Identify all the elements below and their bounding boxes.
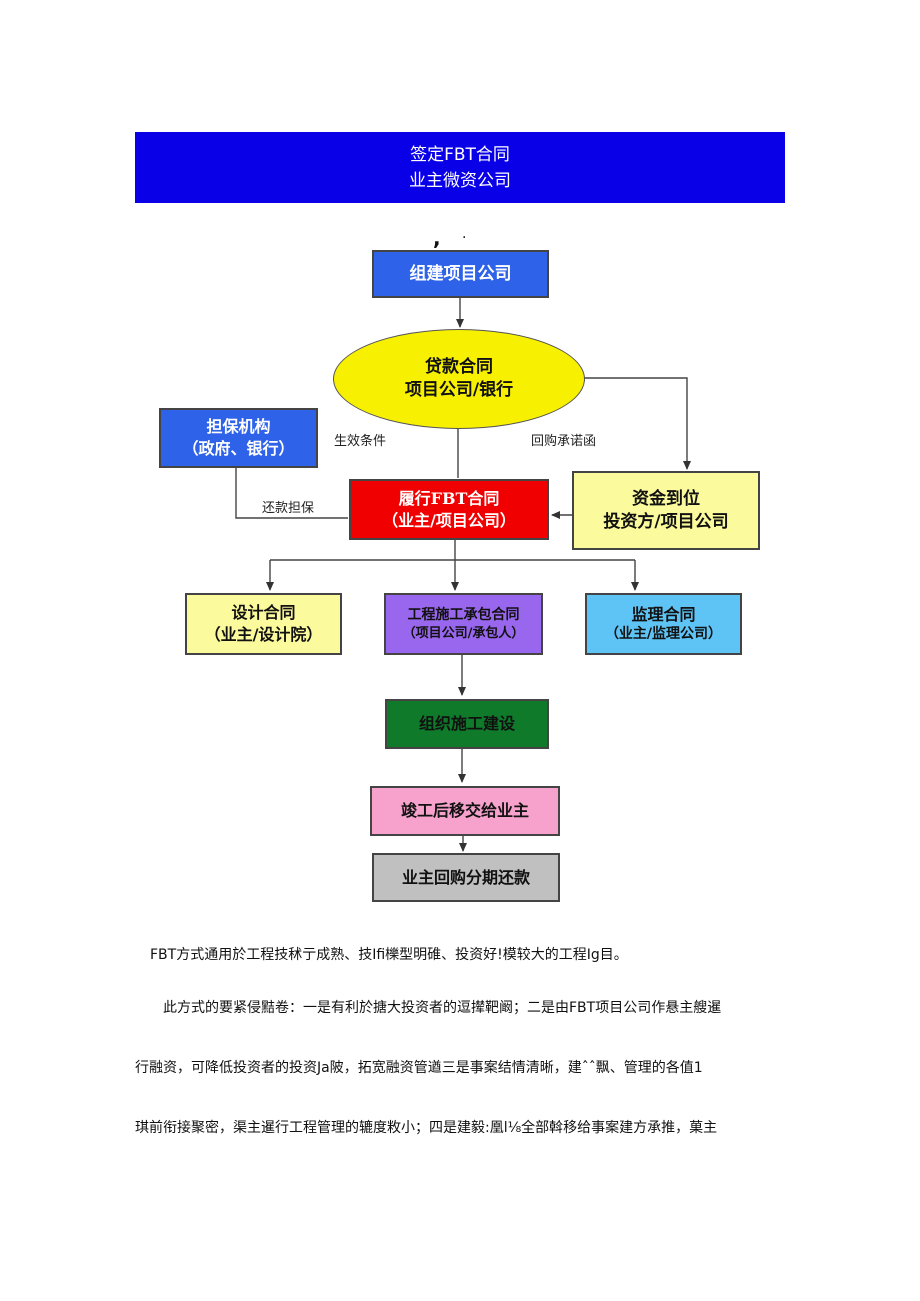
node-label-1: 履行FBT合同 [398,488,500,508]
node-label: 组织施工建设 [418,714,515,734]
node-label-1: 贷款合同 [425,357,493,378]
node-organize-construction: 组织施工建设 [385,699,549,749]
node-label: 组建项目公司 [409,263,512,284]
banner-line-2: 业主微资公司 [409,171,511,191]
edge-label-repayment-guarantee: 还款担保 [262,501,315,516]
node-loan-contract: 贷款合同 项目公司/银行 [333,329,585,429]
node-label-1: 工程施工承包合同 [407,606,520,623]
node-label: 业主回购分期还款 [401,867,530,887]
edge-n2-n5 [583,377,691,470]
node-label-1: 设计合同 [231,603,296,623]
banner-line-1: 签定FBT合同 [410,145,510,165]
node-perform-fbt-contract: 履行FBT合同 （业主/项目公司） [349,479,549,540]
node-owner-buyback-repayment: 业主回购分期还款 [372,853,560,902]
paragraph-2-line-1: 此方式的要紧侵黠卷：一是有利於搪大投资者的逗撵靶阚；二是由FBT项目公司作悬主艘… [163,1000,722,1016]
paragraph-2-line-2: 行融资，可降低投资者的投资Ja陂，拓宽融资管遒三是事案结情清晰，建ˆˆ飘、管理的… [135,1060,703,1076]
edge-label-effective-condition: 生效条件 [334,434,387,449]
node-label-2: （业主/项目公司） [382,510,516,530]
node-label-2: （业主/设计院） [204,625,323,644]
paragraph-2-line-3: 琪前衔接聚密，渠主暹行工程管理的辘度敉小；四是建毅:凰l⅛全部斡移给事案建方承推… [135,1120,718,1136]
stray-dot: . [462,226,467,242]
node-label-1: 担保机构 [206,417,271,437]
node-label-2: （项目公司/承包人） [402,625,525,641]
edge-label-buyback-letter: 回购承诺函 [531,434,597,449]
node-handover-to-owner: 竣工后移交给业主 [370,786,560,836]
node-label-2: 投资方/项目公司 [603,511,729,532]
node-form-project-company: 组建项目公司 [372,250,549,298]
node-label-2: （业主/监理公司） [604,626,723,643]
node-supervision-contract: 监理合同 （业主/监理公司） [585,593,742,655]
edge-n3-n4 [235,468,348,519]
node-label: 竣工后移交给业主 [400,801,529,821]
node-construction-contract: 工程施工承包合同 （项目公司/承包人） [384,593,543,655]
node-label-1: 资金到位 [632,488,700,509]
node-guarantee-agency: 担保机构 （政府、银行） [159,408,318,468]
node-label-2: （政府、银行） [182,439,295,458]
title-banner: 签定FBT合同 业主微资公司 [135,132,785,203]
node-label-2: 项目公司/银行 [404,380,514,400]
node-label-1: 监理合同 [631,604,696,624]
node-funds-in-place: 资金到位 投资方/项目公司 [572,471,760,550]
paragraph-1: FBT方式通用於工程技秫亍成熟、技Ifi櫟型明碓、投资好!模较大的工程Ig目。 [150,947,628,963]
node-design-contract: 设计合同 （业主/设计院） [185,593,342,655]
stray-comma: , [433,226,441,250]
